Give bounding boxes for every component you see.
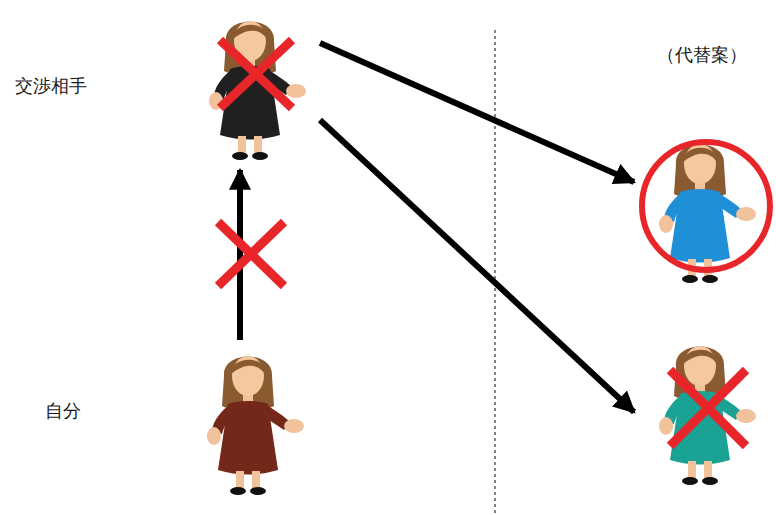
arrow-connector: [237, 170, 243, 340]
counterpart-figure: [209, 21, 306, 160]
alternative-figure: [659, 346, 756, 485]
node-label: 自分: [45, 400, 81, 422]
reject-cross: [218, 222, 284, 286]
divider-line: [494, 30, 495, 515]
self-figure: [207, 356, 304, 495]
reject-cross: [670, 370, 746, 446]
node-label: （代替案）: [657, 44, 747, 66]
party-group: 交渉相手: [10, 5, 320, 170]
arrow-connector: [320, 120, 634, 412]
node-label: 交渉相手: [15, 75, 87, 97]
reject-cross: [220, 40, 292, 108]
alternative-group: （代替案）: [634, 40, 770, 490]
selection-circle: [642, 142, 770, 270]
party-group: 自分: [10, 340, 320, 500]
